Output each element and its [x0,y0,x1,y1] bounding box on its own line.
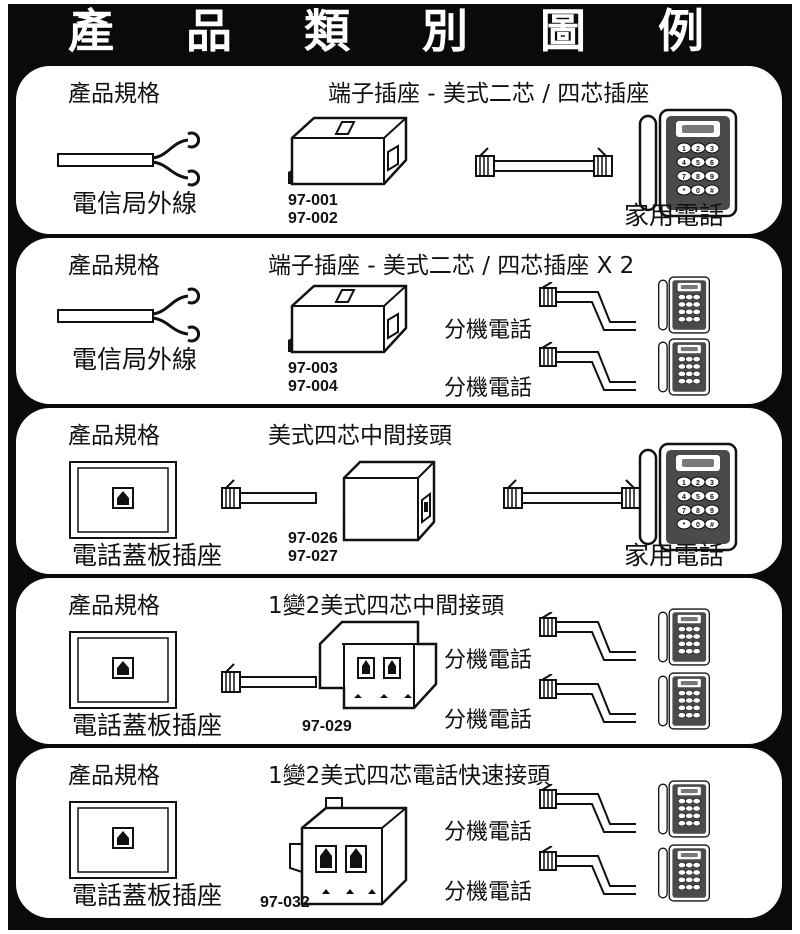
spec-label: 產品規格 [68,253,160,279]
keypad-key-label: # [710,522,714,529]
phone-icon [652,608,716,666]
panel-97-003: 產品規格 端子插座 - 美式二芯 / 四芯插座 X 2 電信局外線 97-003… [16,238,782,404]
spec-label: 產品規格 [68,763,160,789]
left-caption: 電話蓋板插座 [72,711,223,740]
keypad-key-label: 3 [710,480,714,487]
product-name: 端子插座 - 美式二芯 / 四芯插座 [328,81,650,107]
product-code: 97-004 [288,378,338,395]
keypad-key-label: 3 [710,146,714,153]
product-code: 97-032 [260,894,310,911]
right-caption: 家用電話 [624,201,725,230]
extension-cord-icon [538,674,638,724]
keypad-key-label: 0 [696,188,700,195]
spec-label: 產品規格 [68,593,160,619]
phone-icon [652,780,716,838]
left-caption: 電信局外線 [72,345,198,374]
extension-cord-icon [538,282,638,332]
keypad-key-label: 6 [710,494,714,501]
spec-label: 產品規格 [68,81,160,107]
keypad-key-label: 6 [710,160,714,167]
panel-97-029: 產品規格 1變2美式四芯中間接頭 電話蓋板插座 97-029 分機電話 分機電話 [16,578,782,744]
phone-icon [652,338,716,396]
extension-label: 分機電話 [444,880,533,905]
keypad-key-label: # [710,188,714,195]
keypad-key-label: * [683,522,686,529]
extension-label: 分機電話 [444,376,533,401]
splitter-icon [314,614,444,714]
phone-cord-icon [474,146,614,186]
wall-plate-icon [68,800,178,880]
keypad-key-label: 5 [696,160,700,167]
phone-cord-icon [502,478,642,518]
extension-cord-icon [538,342,638,392]
panel-97-001: 產品規格 端子插座 - 美式二芯 / 四芯插座 電信局外線 97-001 97-… [16,66,782,234]
keypad-key-label: 2 [696,480,700,487]
phone-icon [652,844,716,902]
keypad-key-label: 1 [682,480,686,487]
wall-plate-icon [68,460,178,540]
panel-97-032: 產品規格 1變2美式四芯電話快速接頭 電話蓋板插座 97-032 分機電話 分機… [16,748,782,918]
keypad-key-label: 1 [682,146,686,153]
keypad-key-label: 8 [696,174,700,181]
extension-label: 分機電話 [444,820,533,845]
product-code: 97-003 [288,360,338,377]
product-code: 97-002 [288,210,338,227]
product-name: 端子插座 - 美式二芯 / 四芯插座 X 2 [268,253,635,279]
telecom-line-icon [56,130,216,190]
keypad-key-label: 7 [682,508,686,515]
keypad-key-label: 8 [696,508,700,515]
terminal-block-icon [284,280,414,360]
keypad-key-label: 7 [682,174,686,181]
spec-label: 產品規格 [68,423,160,449]
keypad-key-label: * [683,188,686,195]
extension-label: 分機電話 [444,708,533,733]
extension-label: 分機電話 [444,318,533,343]
keypad-key-label: 2 [696,146,700,153]
phone-cord-icon [220,478,320,518]
keypad-labels: 1 2 3 4 5 6 7 8 9 * 0 # [682,146,714,195]
keypad-key-label: 5 [696,494,700,501]
product-code: 97-029 [302,718,352,735]
phone-icon [652,672,716,730]
product-code: 97-027 [288,548,338,565]
extension-cord-icon [538,612,638,662]
left-caption: 電話蓋板插座 [72,881,223,910]
terminal-block-icon [284,112,414,192]
left-caption: 電話蓋板插座 [72,541,223,570]
phone-icon [652,276,716,334]
keypad-key-label: 0 [696,522,700,529]
product-code: 97-001 [288,192,338,209]
extension-cord-icon [538,846,638,896]
keypad-key-label: 9 [710,174,714,181]
keypad-key-label: 4 [682,494,686,501]
right-caption: 家用電話 [624,541,725,570]
left-caption: 電信局外線 [72,189,198,218]
product-name: 美式四芯中間接頭 [268,423,452,449]
extension-cord-icon [538,784,638,834]
phone-cord-icon [220,662,320,702]
product-name: 1變2美式四芯電話快速接頭 [268,763,551,789]
keypad-key-label: 4 [682,160,686,167]
page-title: 產 品 類 別 圖 例 [67,4,733,58]
telecom-line-icon [56,286,216,346]
wall-plate-icon [68,630,178,710]
product-name: 1變2美式四芯中間接頭 [268,593,505,619]
keypad-key-label: 9 [710,508,714,515]
product-code: 97-026 [288,530,338,547]
quick-connector-icon [286,788,426,908]
keypad-labels: 1 2 3 4 5 6 7 8 9 * 0 # [682,480,714,529]
panel-97-026: 產品規格 美式四芯中間接頭 電話蓋板插座 97-026 97-027 家用電話 [16,408,782,574]
extension-label: 分機電話 [444,648,533,673]
inline-coupler-icon [334,456,444,546]
